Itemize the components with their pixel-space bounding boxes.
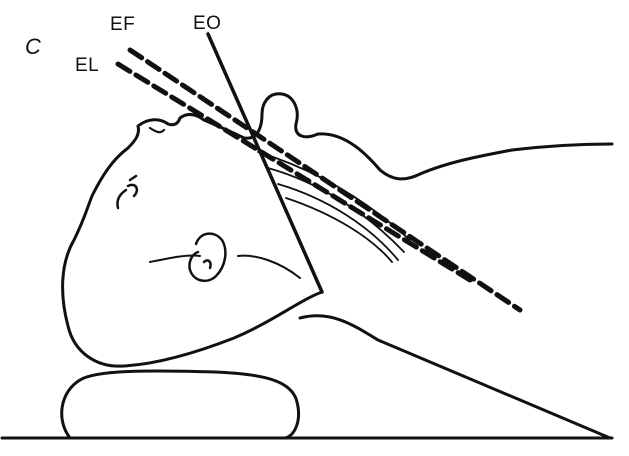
neck-line-4 <box>286 198 392 262</box>
head-pillow <box>62 371 299 438</box>
chin-contour <box>204 94 318 138</box>
label-eo: EO <box>193 13 221 35</box>
el-line <box>118 64 470 280</box>
ef-line <box>130 50 520 310</box>
eye-detail <box>117 176 136 208</box>
label-ef: EF <box>110 14 135 36</box>
label-el: EL <box>75 55 99 77</box>
panel-label: C <box>25 34 41 60</box>
ear <box>189 234 225 281</box>
nose-detail <box>150 128 164 132</box>
body-outline <box>318 134 612 179</box>
body-wedge <box>300 316 610 438</box>
neck-line-2 <box>268 168 404 252</box>
